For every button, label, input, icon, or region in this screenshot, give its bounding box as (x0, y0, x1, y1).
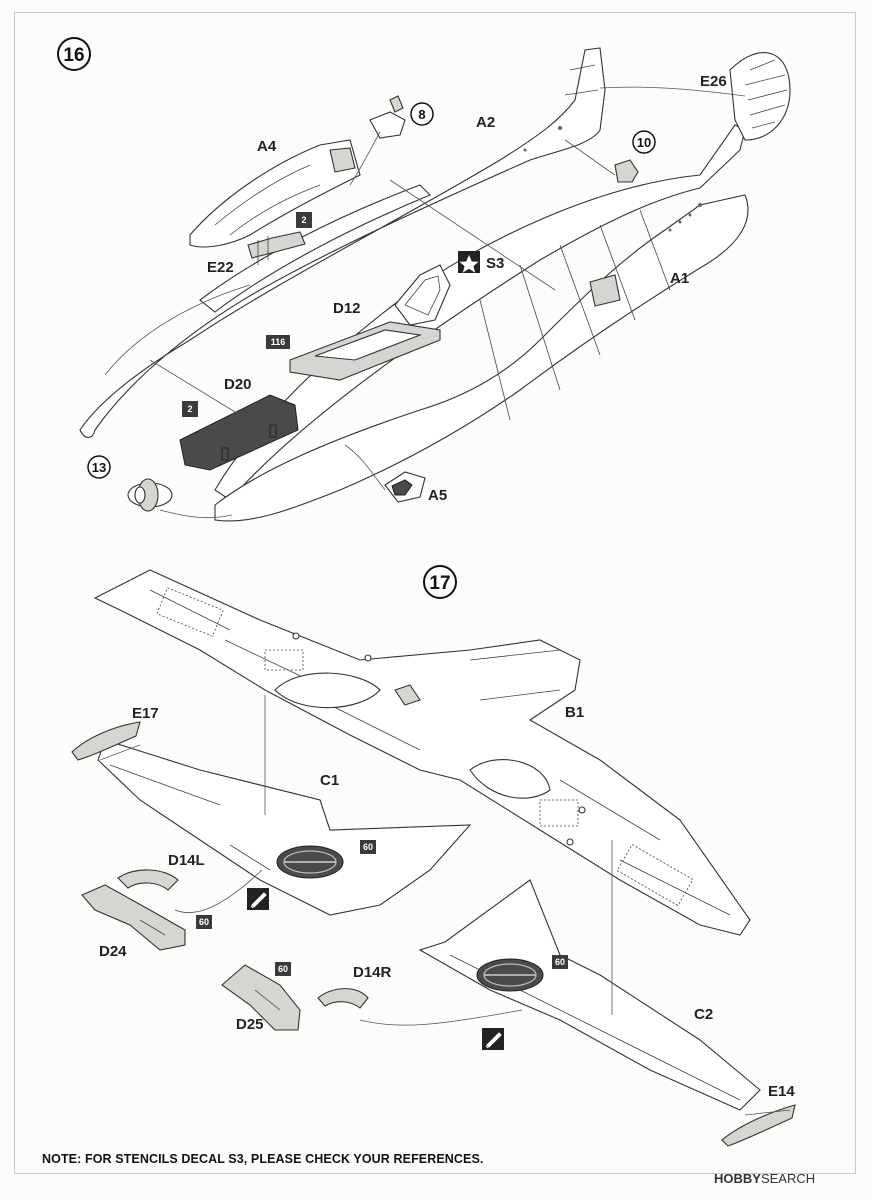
step-17-number: 17 (429, 573, 450, 594)
watermark: HOBBYSEARCH (714, 1171, 815, 1186)
part-d12 (289, 321, 441, 381)
step-16: 16 (57, 37, 791, 522)
callout-13-circle (87, 455, 111, 479)
label-a2: A2 (476, 114, 495, 131)
label-e26: E26 (700, 73, 727, 90)
note-text: NOTE: FOR STENCILS DECAL S3, PLEASE CHEC… (42, 1152, 484, 1166)
paint-badge (360, 840, 376, 854)
label-c2: C2 (694, 1006, 713, 1023)
part-13-spinner (127, 478, 173, 512)
step-16-circle (57, 37, 91, 71)
part-e14 (721, 1104, 796, 1147)
part-8-assembly (369, 95, 406, 139)
part-d24 (81, 884, 186, 951)
part-10-assembly (614, 159, 639, 183)
part-e22 (247, 231, 306, 265)
paint-badge (182, 401, 198, 417)
svg-text:2: 2 (187, 404, 192, 414)
label-b1: B1 (565, 704, 584, 721)
paint-badge (552, 955, 568, 969)
part-b1-wing (93, 569, 751, 936)
callout-10-circle (632, 130, 656, 154)
part-d20 (179, 394, 299, 471)
svg-text:60: 60 (278, 964, 288, 974)
watermark-suffix: SEARCH (760, 1171, 816, 1186)
label-d24: D24 (99, 943, 127, 960)
callout-8: 8 (418, 107, 425, 122)
callout-10: 10 (637, 135, 651, 150)
glue-icon (482, 1028, 504, 1050)
svg-text:116: 116 (271, 337, 286, 347)
part-c2-wing (418, 879, 761, 1111)
callout-8-circle (410, 102, 434, 126)
part-d14l (117, 869, 179, 891)
fuselage-a2 (79, 47, 606, 439)
label-d25: D25 (236, 1016, 264, 1033)
label-d14l: D14L (168, 852, 205, 869)
label-a5: A5 (428, 487, 447, 504)
label-d12: D12 (333, 300, 361, 317)
part-e26-rudder (729, 52, 791, 141)
svg-text:60: 60 (199, 917, 209, 927)
part-d25 (221, 964, 301, 1031)
watermark-brand: HOBBY (714, 1171, 761, 1186)
paint-badge (296, 212, 312, 228)
part-d14r (317, 988, 369, 1009)
label-e14: E14 (768, 1083, 795, 1100)
step-17: 17 (71, 565, 796, 1147)
label-d14r: D14R (353, 964, 392, 981)
step-16-number: 16 (63, 45, 84, 66)
svg-text:60: 60 (555, 957, 565, 967)
paint-badge (275, 962, 291, 976)
label-e17: E17 (132, 705, 159, 722)
label-s3: S3 (486, 255, 504, 272)
label-a1: A1 (670, 270, 689, 287)
label-e22: E22 (207, 259, 234, 276)
svg-text:60: 60 (363, 842, 373, 852)
paint-badge (266, 335, 290, 349)
label-a4: A4 (257, 138, 277, 155)
glue-icon (247, 888, 269, 910)
callout-13: 13 (92, 460, 106, 475)
step-17-circle (423, 565, 457, 599)
part-a4 (189, 139, 361, 248)
paint-badge (196, 915, 212, 929)
part-c1-wing (97, 739, 472, 916)
label-c1: C1 (320, 772, 339, 789)
part-a5 (384, 471, 426, 503)
part-e17 (71, 721, 141, 761)
label-d20: D20 (224, 376, 252, 393)
svg-text:2: 2 (301, 215, 306, 225)
